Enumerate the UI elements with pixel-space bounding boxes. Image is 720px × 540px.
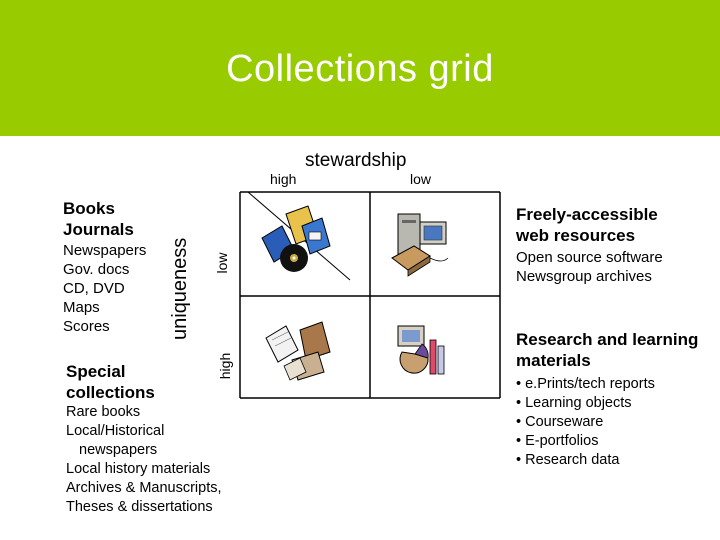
manuscripts-icon — [265, 321, 331, 381]
list-item: Maps — [63, 299, 100, 316]
top-left-quadrant: Books Journals Newspapers Gov. docs CD, … — [63, 198, 146, 336]
list-item: Archives & Manuscripts, — [66, 480, 222, 496]
stewardship-high-label: high — [270, 171, 297, 187]
list-item: Scores — [63, 318, 110, 335]
title-banner: Collections grid — [0, 0, 720, 136]
list-item: • Learning objects — [516, 395, 632, 411]
quadrant-heading-line: materials — [516, 351, 591, 370]
books-and-cd-icon — [261, 205, 331, 272]
computer-icon — [391, 213, 449, 277]
lab-research-icon — [397, 325, 445, 375]
list-item: • Courseware — [516, 414, 604, 430]
list-item: Open source software — [516, 249, 663, 266]
list-item: Gov. docs — [63, 261, 130, 278]
list-item: • e.Prints/tech reports — [516, 376, 655, 392]
list-item: Theses & dissertations — [66, 499, 213, 515]
stewardship-low-label: low — [410, 171, 432, 187]
list-item: • E-portfolios — [516, 433, 599, 449]
quadrant-heading-line: Books — [63, 199, 115, 218]
quadrant-heading-line: Research and learning — [516, 330, 699, 349]
list-item: • Research data — [516, 452, 620, 468]
quadrant-heading-line: Special — [66, 362, 126, 381]
list-item: CD, DVD — [63, 280, 125, 297]
list-item: Newsgroup archives — [516, 268, 652, 285]
top-right-quadrant: Freely-accessible web resources Open sou… — [516, 204, 663, 286]
list-item: Local/Historical — [66, 423, 165, 439]
quadrant-heading-line: web resources — [516, 226, 636, 245]
list-item: Newspapers — [63, 242, 147, 259]
slide-title: Collections grid — [226, 48, 494, 90]
bottom-left-quadrant: Special collections Rare books Local/His… — [66, 361, 222, 517]
bottom-right-quadrant: Research and learning materials • e.Prin… — [516, 329, 698, 470]
quadrant-heading-line: Journals — [63, 220, 134, 239]
stewardship-axis-title: stewardship — [305, 150, 407, 171]
quadrant-heading-line: collections — [66, 383, 155, 402]
grid-lines — [239, 191, 501, 399]
list-item: newspapers — [79, 442, 158, 458]
list-item: Rare books — [66, 404, 141, 420]
quadrant-heading-line: Freely-accessible — [516, 205, 658, 224]
list-item: Local history materials — [66, 461, 211, 477]
